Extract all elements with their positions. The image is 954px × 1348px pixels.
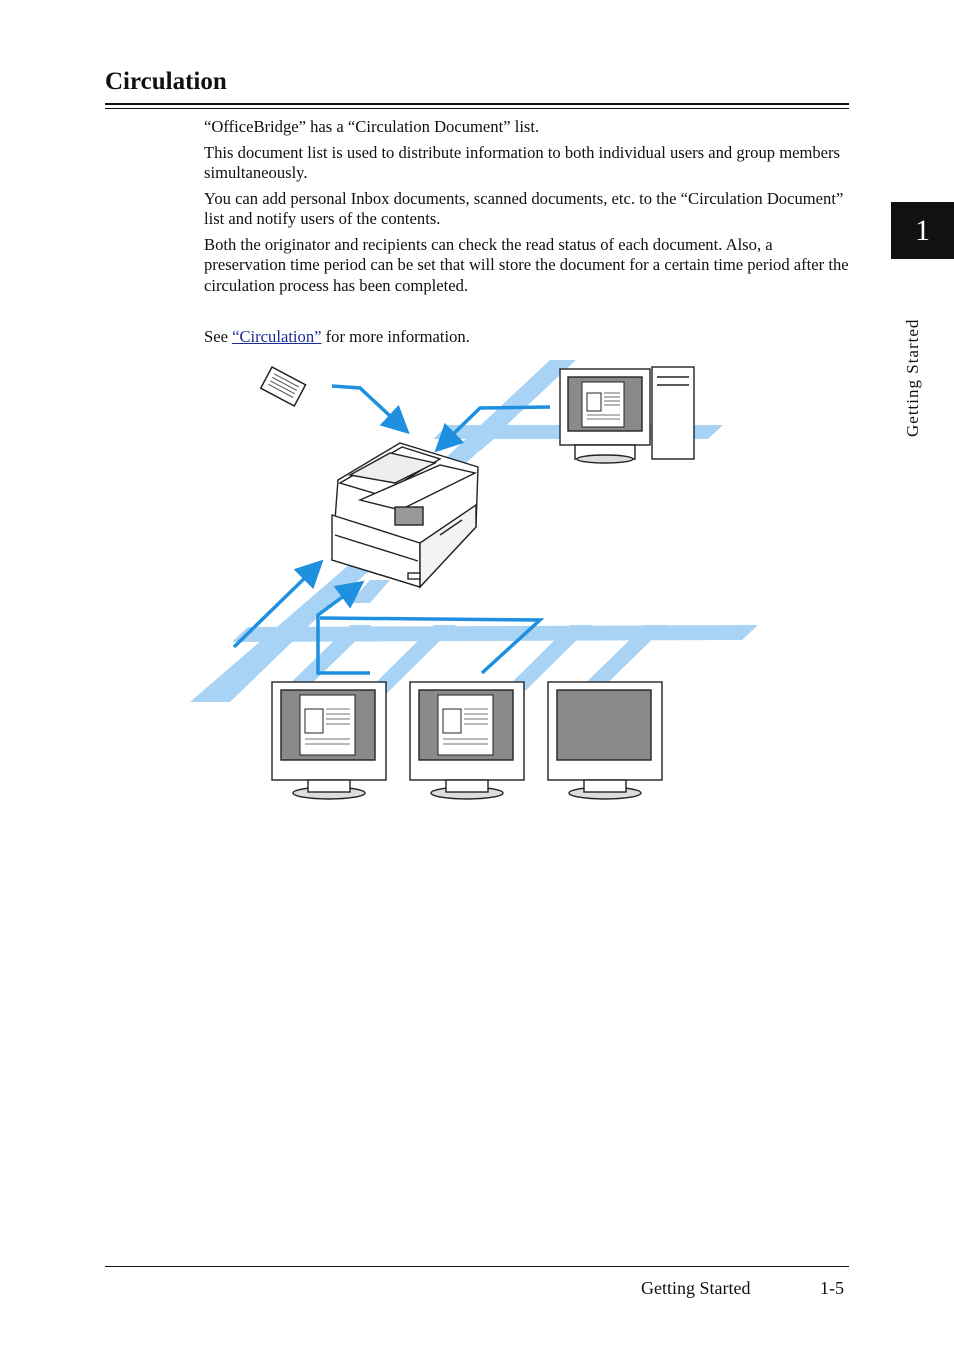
paragraph-1: “OfficeBridge” has a “Circulation Docume… [204, 117, 540, 136]
title-rule-thin [105, 108, 849, 109]
side-section-label: Getting Started [903, 318, 922, 437]
chapter-number: 1 [915, 213, 930, 247]
printer-icon [331, 442, 479, 589]
flow-arrows [232, 384, 551, 675]
chapter-tab: 1 [891, 202, 954, 259]
paragraph-3: You can add personal Inbox documents, sc… [204, 188, 844, 229]
client-monitor-3 [547, 681, 663, 800]
client-right-arrow [319, 616, 545, 675]
see-suffix: for more information. [321, 327, 470, 346]
see-also-line: See “Circulation” for more information. [204, 327, 470, 347]
client-monitor-2 [409, 681, 525, 800]
pc-arrow [434, 405, 551, 453]
footer-page-number: 1-5 [820, 1278, 844, 1298]
page-title: Circulation [105, 68, 227, 95]
paper-document-icon [259, 365, 307, 408]
see-prefix: See [204, 327, 233, 346]
circulation-link[interactable]: “Circulation” [232, 327, 322, 346]
paragraph-2: This document list is used to distribute… [204, 142, 841, 183]
title-rule-thick [105, 103, 849, 105]
footer-rule [105, 1266, 849, 1267]
paragraph-4: Both the originator and recipients can c… [204, 234, 849, 295]
circulation-diagram [190, 360, 758, 800]
body-text: “OfficeBridge” has a “Circulation Docume… [204, 117, 852, 301]
footer-section-title: Getting Started [641, 1278, 751, 1298]
client-left-arrow [232, 559, 324, 649]
client-mid-arrow [316, 580, 370, 675]
pc-with-tower-icon [559, 366, 695, 464]
client-monitor-1 [271, 681, 387, 800]
scan-arrow [331, 384, 410, 435]
